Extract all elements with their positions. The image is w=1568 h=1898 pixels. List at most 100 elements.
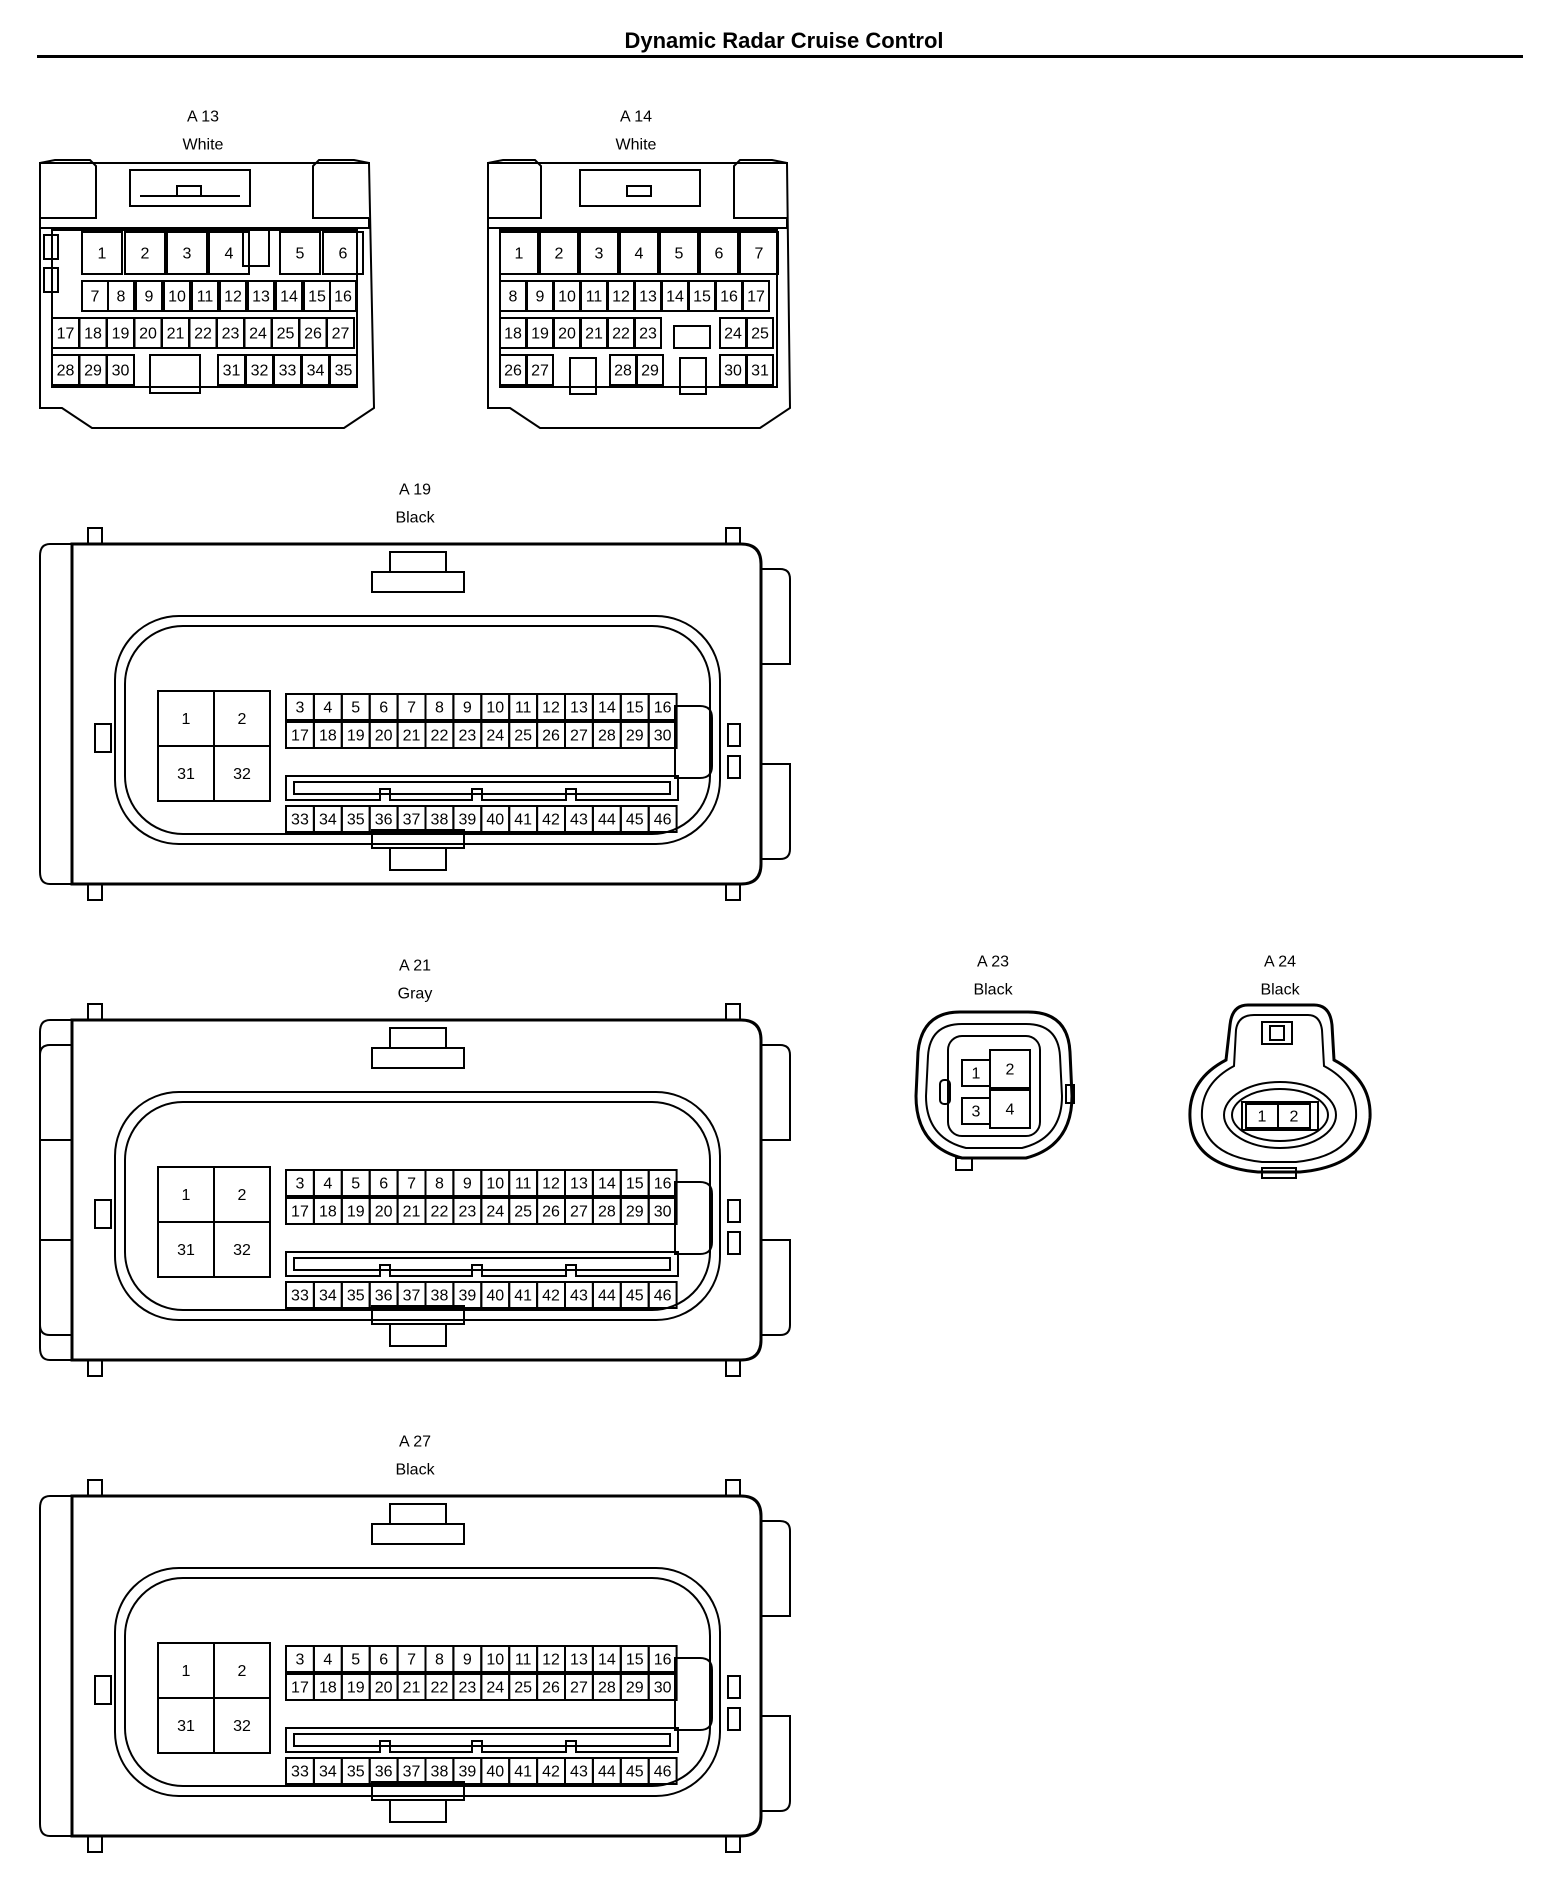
pin-label: 36: [375, 1288, 393, 1305]
pin-cell: 33: [285, 1281, 315, 1309]
pin-label: 12: [612, 289, 630, 306]
pin-label: 21: [585, 326, 603, 343]
pin-cell: 39: [452, 805, 483, 833]
pin-cell: 9: [452, 1169, 483, 1197]
pin-cell: 1: [157, 1166, 215, 1223]
pin-label: 32: [233, 1242, 251, 1259]
pin-cell: 19: [340, 1673, 371, 1701]
mount-peg: [87, 1359, 103, 1377]
housing-outline: [39, 1495, 72, 1837]
pin-label: 18: [319, 728, 337, 745]
pin-cell: 24: [480, 1673, 511, 1701]
pin-label: 31: [177, 1718, 195, 1735]
pin-cell: 14: [275, 280, 303, 312]
pin-cell: 5: [340, 693, 371, 721]
housing-outline: [761, 1520, 791, 1617]
pin-cell: 21: [396, 721, 427, 749]
pin-label: 6: [715, 246, 724, 263]
pin-cavity: [326, 317, 355, 349]
latch-tab: [94, 1675, 112, 1705]
pin-cell: 26: [536, 1673, 566, 1701]
pin-label: 9: [463, 1652, 472, 1669]
housing-outline: [674, 1181, 713, 1255]
pin-label: 3: [972, 1104, 981, 1121]
pin-cavity: [647, 805, 678, 833]
pin-cell: 4: [312, 693, 343, 721]
pin-label: 5: [351, 1652, 360, 1669]
pin-cell: 39: [452, 1757, 483, 1785]
housing-outline: [626, 185, 652, 197]
pin-cavity: [219, 280, 247, 312]
pin-label: 30: [654, 728, 672, 745]
pin-cell: 44: [591, 1757, 622, 1785]
pin-label: 5: [675, 246, 684, 263]
latch-tab: [389, 1799, 447, 1823]
pin-cell: 6: [699, 231, 739, 275]
pin-label: 36: [375, 812, 393, 829]
pin-label: 33: [279, 363, 297, 380]
pin-label: 45: [626, 812, 644, 829]
pin-cavity: [329, 354, 358, 386]
latch-tab: [43, 234, 59, 260]
housing-outline: [70, 1018, 763, 1362]
pin-cavity: [247, 280, 275, 312]
pin-label: 19: [347, 728, 365, 745]
pin-cavity: [279, 231, 321, 275]
pin-cell: 43: [564, 805, 594, 833]
housing-outline: [39, 1019, 72, 1361]
pin-cell: 12: [219, 280, 247, 312]
pin-cell: 15: [619, 693, 650, 721]
housing-outline: [674, 705, 713, 779]
pin-cell: 1: [81, 231, 123, 275]
pin-cell: 6: [368, 1645, 399, 1673]
pin-label: 26: [504, 363, 522, 380]
pin-cell: 41: [508, 1281, 539, 1309]
pin-label: 22: [431, 1204, 449, 1221]
pin-cavity: [742, 280, 770, 312]
pin-label: 26: [542, 1204, 560, 1221]
pin-label: 22: [431, 1680, 449, 1697]
pin-cavity: [647, 1169, 678, 1197]
pin-label: 7: [755, 246, 764, 263]
pin-cell: 22: [424, 721, 455, 749]
pin-label: 10: [486, 700, 504, 717]
pin-cell: 21: [580, 317, 608, 349]
key-slot: [673, 325, 711, 349]
pin-cell: 24: [480, 721, 511, 749]
pin-label: 13: [570, 1176, 588, 1193]
pin-cell: 27: [526, 354, 554, 386]
pin-cell: 3: [285, 693, 315, 721]
latch-tab: [1261, 1021, 1293, 1045]
pin-label: 23: [458, 1204, 476, 1221]
pin-cell: 15: [303, 280, 331, 312]
pin-label: 34: [319, 812, 337, 829]
pin-label: 23: [458, 728, 476, 745]
pin-cell: 31: [746, 354, 774, 386]
pin-label: 2: [1006, 1062, 1015, 1079]
pin-cell: 5: [659, 231, 699, 275]
pin-label: 21: [403, 728, 421, 745]
pin-label: 21: [403, 1204, 421, 1221]
pin-cell: 4: [619, 231, 659, 275]
pin-cell: 38: [424, 805, 455, 833]
pin-cell: 26: [536, 721, 566, 749]
mount-peg: [87, 1003, 103, 1021]
pin-label: 16: [654, 1176, 672, 1193]
pin-label: 40: [486, 1288, 504, 1305]
pin-label: 1: [972, 1066, 981, 1083]
mount-peg: [725, 883, 741, 901]
pin-cell: 3: [166, 231, 208, 275]
pin-label: 25: [277, 326, 295, 343]
pin-cavity: [647, 1197, 678, 1225]
mount-peg: [87, 1835, 103, 1853]
pin-cell: 24: [719, 317, 747, 349]
connector-color: Black: [395, 1462, 435, 1479]
pin-cell: 22: [188, 317, 218, 349]
pin-block-frame: [947, 1035, 1041, 1137]
pin-cell: 20: [368, 1197, 399, 1225]
housing-outline: [39, 218, 52, 229]
mount-peg: [87, 883, 103, 901]
connector-id: A 21: [399, 958, 431, 975]
pin-cell: 34: [312, 1281, 343, 1309]
pin-cell: 38: [424, 1281, 455, 1309]
